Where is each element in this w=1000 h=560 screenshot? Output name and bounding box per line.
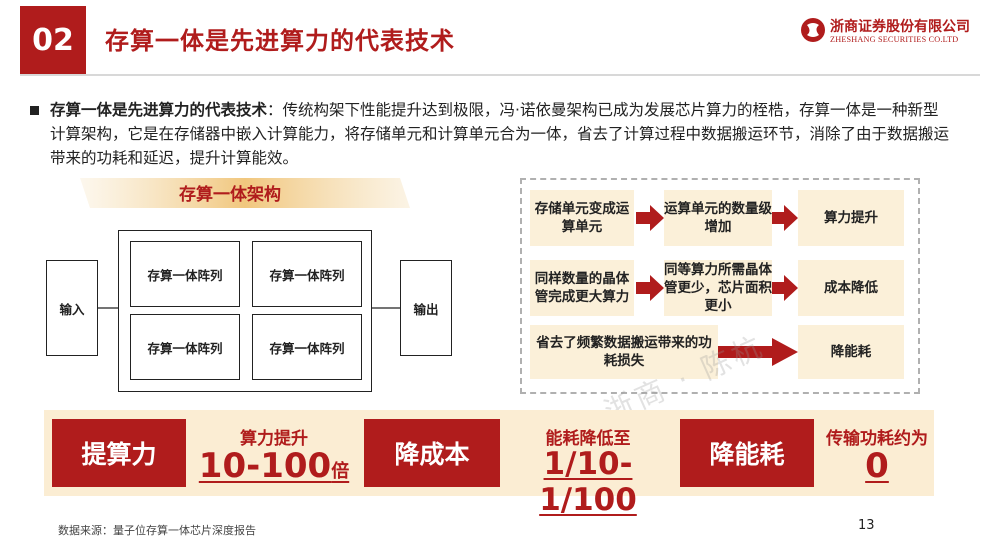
- array-cell: 存算一体阵列: [130, 314, 240, 380]
- flow-cause: 省去了频繁数据搬运带来的功耗损失: [530, 325, 718, 379]
- input-box: 输入: [46, 260, 98, 356]
- benefit-value-unit: 倍: [331, 461, 350, 482]
- intro-body: ：传统构架下性能提升达到极限，冯·诺依曼架构已成为发展芯片算力的桎梏，存算一体是…: [50, 101, 950, 167]
- company-name: 浙商证券股份有限公司: [830, 19, 970, 35]
- array-cell: 存算一体阵列: [252, 314, 362, 380]
- benefit-label: 能耗降低至: [545, 429, 631, 449]
- intro-lead: 存算一体是先进算力的代表技术: [50, 101, 268, 119]
- benefit-label: 算力提升: [240, 429, 308, 449]
- page-title: 存算一体是先进算力的代表技术: [105, 27, 455, 55]
- benefit-block: 降能耗: [680, 419, 814, 487]
- flow-cause: 同样数量的晶体管完成更大算力: [530, 260, 634, 316]
- section-number: 02: [20, 6, 86, 74]
- benefit-block: 降成本: [364, 419, 500, 487]
- bullet-icon: [30, 106, 39, 115]
- company-name-en: ZHESHANG SECURITIES CO.LTD: [830, 35, 959, 44]
- benefit-value: 10-100倍: [194, 446, 354, 486]
- array-cell: 存算一体阵列: [130, 241, 240, 307]
- output-box: 输出: [400, 260, 452, 356]
- header-divider: [20, 74, 980, 76]
- flow-cause: 存储单元变成运算单元: [530, 190, 634, 246]
- arch-title: 存算一体架构: [179, 185, 281, 205]
- benefit-label: 传输功耗约为: [826, 429, 928, 449]
- flow-mid: 同等算力所需晶体管更少，芯片面积更小: [664, 260, 772, 316]
- array-cell: 存算一体阵列: [252, 241, 362, 307]
- flow-mid: 运算单元的数量级增加: [664, 190, 772, 246]
- intro-paragraph: 存算一体是先进算力的代表技术：传统构架下性能提升达到极限，冯·诺依曼架构已成为发…: [50, 98, 950, 170]
- benefit-value: 1/10-1/100: [539, 446, 637, 518]
- page-number: 13: [858, 518, 875, 533]
- flow-result: 算力提升: [798, 190, 904, 246]
- benefit-value: 0: [865, 446, 889, 486]
- benefit-value-number: 10-100: [198, 446, 332, 486]
- benefit-block: 提算力: [52, 419, 186, 487]
- flow-panel: [520, 178, 920, 394]
- flow-result: 降能耗: [798, 325, 904, 379]
- source-note: 数据来源：量子位存算一体芯片深度报告: [58, 524, 256, 537]
- company-logo-icon: [801, 18, 825, 42]
- arch-title-banner: [80, 178, 410, 208]
- flow-result: 成本降低: [798, 260, 904, 316]
